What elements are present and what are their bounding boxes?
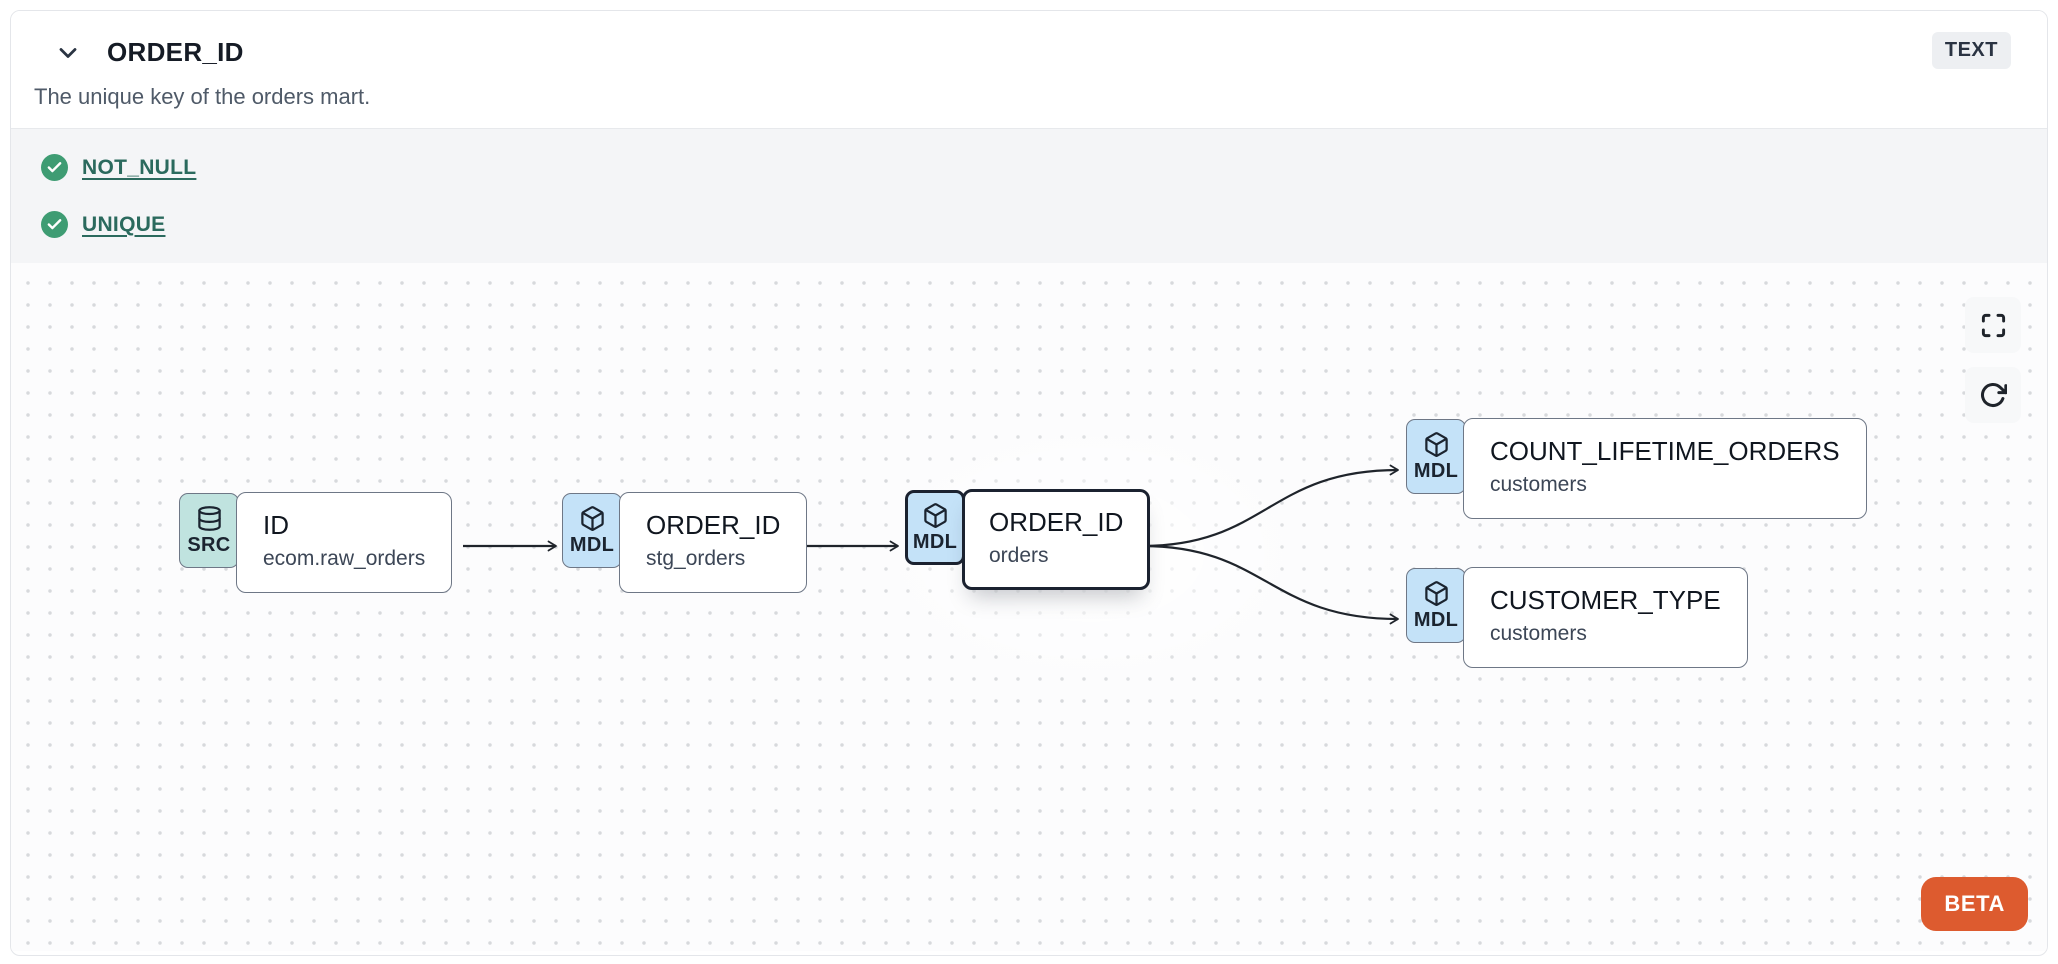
column-header: ORDER_ID The unique key of the orders ma… bbox=[11, 11, 2047, 128]
maximize-icon bbox=[1980, 312, 2007, 339]
checks-section: NOT_NULL UNIQUE bbox=[11, 128, 2047, 263]
canvas-controls bbox=[1965, 297, 2021, 423]
node-badge-mdl: MDL bbox=[1406, 419, 1466, 494]
node-card: ID ecom.raw_orders bbox=[236, 492, 453, 593]
lineage-node-src-id[interactable]: SRC ID ecom.raw_orders bbox=[179, 492, 453, 593]
refresh-button[interactable] bbox=[1965, 367, 2021, 423]
lineage-node-customer-type[interactable]: MDL CUSTOMER_TYPE customers bbox=[1406, 567, 1748, 668]
cube-icon bbox=[1423, 431, 1450, 458]
node-subtitle: customers bbox=[1490, 473, 1587, 497]
column-type-badge: TEXT bbox=[1931, 32, 2011, 69]
node-card: ORDER_ID orders bbox=[962, 489, 1151, 590]
node-subtitle: stg_orders bbox=[646, 547, 746, 571]
beta-badge: BETA bbox=[1921, 877, 2028, 931]
check-link-not-null[interactable]: NOT_NULL bbox=[82, 155, 197, 179]
check-passed-icon bbox=[41, 154, 68, 181]
cube-icon bbox=[579, 505, 606, 532]
column-title: ORDER_ID bbox=[107, 37, 244, 67]
check-row-unique: UNIQUE bbox=[11, 196, 2047, 253]
refresh-icon bbox=[1979, 381, 2007, 409]
cube-icon bbox=[922, 502, 949, 529]
node-title: COUNT_LIFETIME_ORDERS bbox=[1490, 436, 1840, 466]
node-badge-label: MDL bbox=[1413, 459, 1459, 482]
check-passed-icon bbox=[41, 211, 68, 238]
node-badge-src: SRC bbox=[179, 493, 239, 568]
node-title: ORDER_ID bbox=[646, 510, 781, 540]
edge-orders-to-count bbox=[1141, 464, 1399, 548]
node-badge-label: MDL bbox=[569, 533, 615, 556]
node-badge-label: MDL bbox=[912, 530, 958, 553]
node-title: ID bbox=[263, 510, 289, 540]
lineage-node-stg-order-id[interactable]: MDL ORDER_ID stg_orders bbox=[562, 492, 808, 593]
node-badge-label: SRC bbox=[187, 533, 231, 556]
node-title: CUSTOMER_TYPE bbox=[1490, 585, 1721, 615]
edge-orders-to-type bbox=[1141, 544, 1399, 625]
node-badge-label: MDL bbox=[1413, 608, 1459, 631]
lineage-node-orders-order-id[interactable]: MDL ORDER_ID orders bbox=[905, 489, 1151, 590]
column-description: The unique key of the orders mart. bbox=[34, 84, 371, 109]
node-card: ORDER_ID stg_orders bbox=[619, 492, 808, 593]
lineage-node-count-lifetime-orders[interactable]: MDL COUNT_LIFETIME_ORDERS customers bbox=[1406, 418, 1867, 519]
lineage-canvas[interactable]: SRC ID ecom.raw_orders MDL ORDER_ID stg_… bbox=[11, 263, 2047, 951]
node-subtitle: ecom.raw_orders bbox=[263, 547, 426, 571]
check-link-unique[interactable]: UNIQUE bbox=[82, 212, 166, 236]
check-row-not-null: NOT_NULL bbox=[11, 139, 2047, 196]
node-badge-mdl: MDL bbox=[1406, 568, 1466, 643]
chevron-down-icon bbox=[54, 39, 82, 67]
node-title: ORDER_ID bbox=[989, 507, 1124, 537]
database-icon bbox=[196, 505, 223, 532]
node-badge-mdl: MDL bbox=[562, 493, 622, 568]
node-badge-mdl: MDL bbox=[905, 490, 965, 565]
node-card: COUNT_LIFETIME_ORDERS customers bbox=[1463, 418, 1867, 519]
node-subtitle: customers bbox=[1490, 622, 1587, 646]
column-details-panel: ORDER_ID The unique key of the orders ma… bbox=[10, 10, 2048, 956]
collapse-button[interactable] bbox=[53, 38, 83, 68]
node-card: CUSTOMER_TYPE customers bbox=[1463, 567, 1748, 668]
node-subtitle: orders bbox=[989, 544, 1049, 568]
cube-icon bbox=[1423, 580, 1450, 607]
fullscreen-button[interactable] bbox=[1965, 297, 2021, 353]
